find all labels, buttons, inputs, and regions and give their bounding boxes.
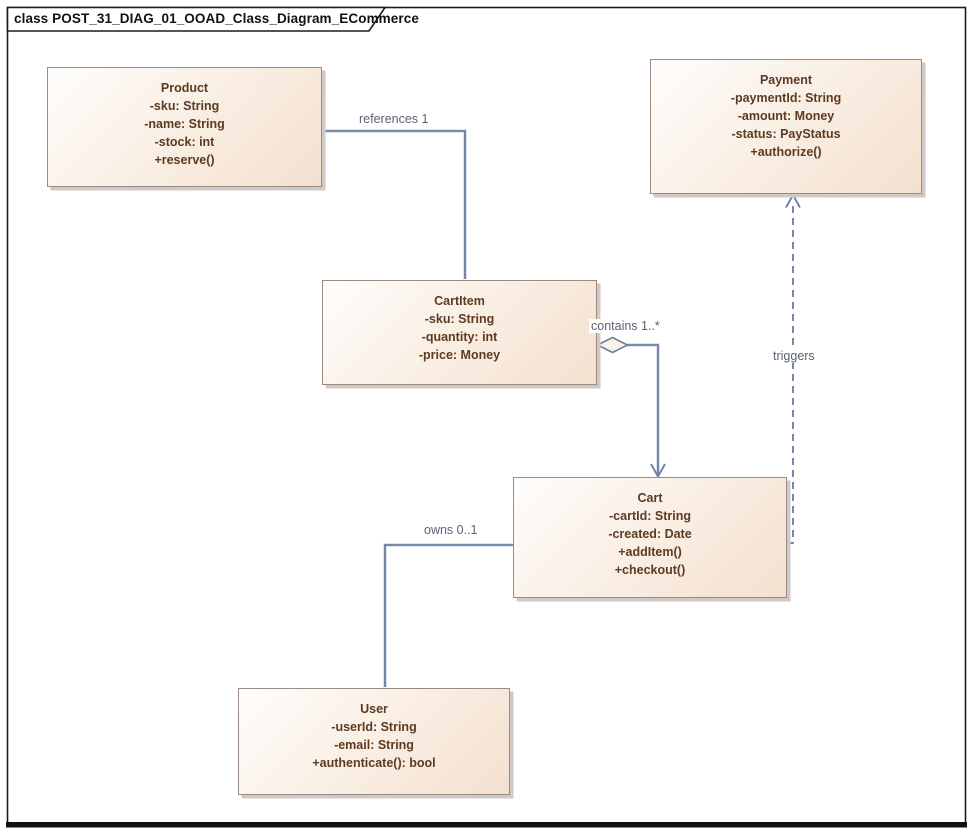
class-member: -stock: int [154,135,215,149]
relationship-label-owns: owns 0..1 [422,523,480,537]
class-member: +addItem() [618,545,682,559]
dependency-triggers[interactable] [785,193,801,544]
aggregation-diamond-icon [595,336,630,354]
relationship-label-references: references 1 [357,112,431,126]
relationship-label-contains: contains 1..* [589,319,662,333]
class-member: -paymentId: String [730,91,842,105]
class-box-cart[interactable]: Cart -cartId: String -created: Date +add… [513,477,787,598]
frame-title: class POST_31_DIAG_01_OOAD_Class_Diagram… [14,11,419,26]
association-owns[interactable] [383,543,513,687]
class-name: Payment [759,73,813,87]
class-name: Cart [637,491,663,505]
class-member: -quantity: int [421,330,498,344]
class-box-payment[interactable]: Payment -paymentId: String -amount: Mone… [650,59,922,194]
class-member: -name: String [144,117,225,131]
association-references[interactable] [322,129,467,279]
class-name: Product [160,81,209,95]
open-arrowhead-icon [785,193,801,208]
diagram-frame [6,6,967,828]
class-member: +authorize() [750,145,822,159]
relationship-label-triggers: triggers [771,349,817,363]
connector-halo [322,129,467,279]
class-box-user[interactable]: User -userId: String -email: String +aut… [238,688,510,795]
connector-dashed-line [787,206,794,544]
frame-bottom-bar [6,822,967,828]
class-member: +checkout() [614,563,686,577]
class-box-cartitem[interactable]: CartItem -sku: String -quantity: int -pr… [322,280,597,385]
connector-line [322,130,466,279]
class-member: -status: PayStatus [731,127,841,141]
class-member: -userId: String [331,720,417,734]
connector-halo [383,543,513,687]
class-box-product[interactable]: Product -sku: String -name: String -stoc… [47,67,322,187]
connector-line [627,344,659,474]
class-member: -price: Money [418,348,501,362]
class-name: User [360,702,388,716]
connector-line [384,544,513,687]
class-member: -amount: Money [737,109,835,123]
class-member: +authenticate(): bool [312,756,436,770]
aggregation-contains[interactable] [595,336,666,479]
connector-halo [627,343,660,474]
class-member: -cartId: String [609,509,691,523]
frame-title-tab [6,6,387,32]
open-arrowhead-icon [650,463,666,479]
class-member: -created: Date [608,527,692,541]
class-member: +reserve() [154,153,215,167]
class-member: -email: String [334,738,414,752]
class-member: -sku: String [149,99,220,113]
class-member: -sku: String [424,312,495,326]
class-name: CartItem [434,294,485,308]
